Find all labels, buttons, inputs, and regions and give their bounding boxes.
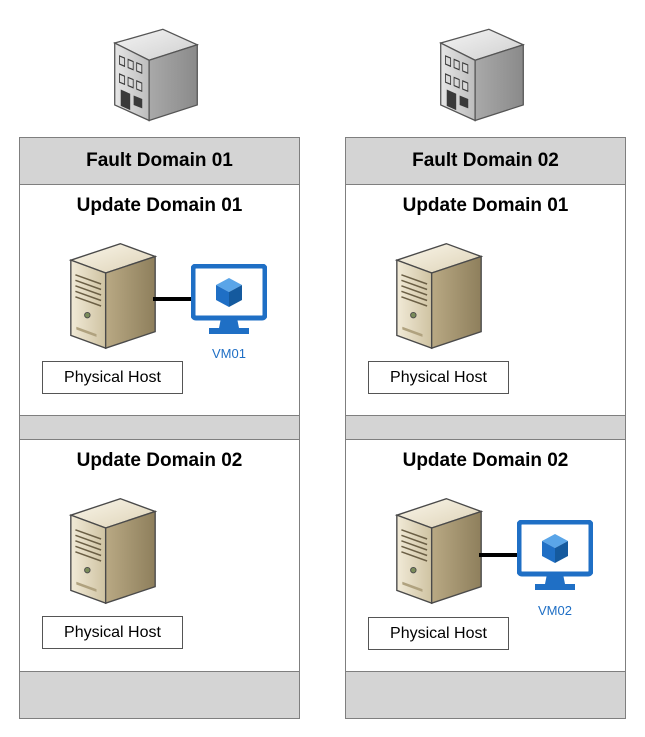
update-domain-01: Update Domain 01 Physical Host — [346, 185, 625, 416]
virtual-machine-monitor-icon — [191, 264, 267, 338]
update-domain-title: Update Domain 02 — [402, 450, 569, 471]
fault-domain-02: Fault Domain 02 Update Domain 01 Physica… — [345, 137, 626, 719]
domain-footer — [346, 672, 625, 718]
fault-domain-header: Fault Domain 01 — [20, 138, 299, 185]
vm-label: VM02 — [538, 603, 572, 618]
fault-domain-01: Fault Domain 01 Update Domain 01 VM01 Ph… — [19, 137, 300, 719]
fault-domain-header: Fault Domain 02 — [346, 138, 625, 185]
domain-separator — [346, 416, 625, 440]
server-tower-icon — [67, 495, 159, 605]
vm-connection-line — [479, 553, 519, 557]
physical-host-label: Physical Host — [42, 616, 183, 649]
vm-label: VM01 — [212, 346, 246, 361]
virtual-machine-monitor-icon — [517, 520, 593, 594]
update-domain-title: Update Domain 02 — [76, 450, 243, 471]
update-domain-title: Update Domain 01 — [76, 195, 243, 216]
update-domain-title: Update Domain 01 — [402, 195, 569, 216]
physical-host-label: Physical Host — [42, 361, 183, 394]
datacenter-building-icon — [439, 24, 525, 124]
datacenter-building-icon — [113, 24, 199, 124]
vm-connection-line — [153, 297, 193, 301]
update-domain-01: Update Domain 01 VM01 Physical Host — [20, 185, 299, 416]
server-tower-icon — [393, 240, 485, 350]
server-tower-icon — [393, 495, 485, 605]
domain-footer — [20, 672, 299, 718]
update-domain-02: Update Domain 02 Physical Host — [20, 440, 299, 672]
physical-host-label: Physical Host — [368, 361, 509, 394]
domain-separator — [20, 416, 299, 440]
update-domain-02: Update Domain 02 VM02 Physical Host — [346, 440, 625, 672]
physical-host-label: Physical Host — [368, 617, 509, 650]
server-tower-icon — [67, 240, 159, 350]
